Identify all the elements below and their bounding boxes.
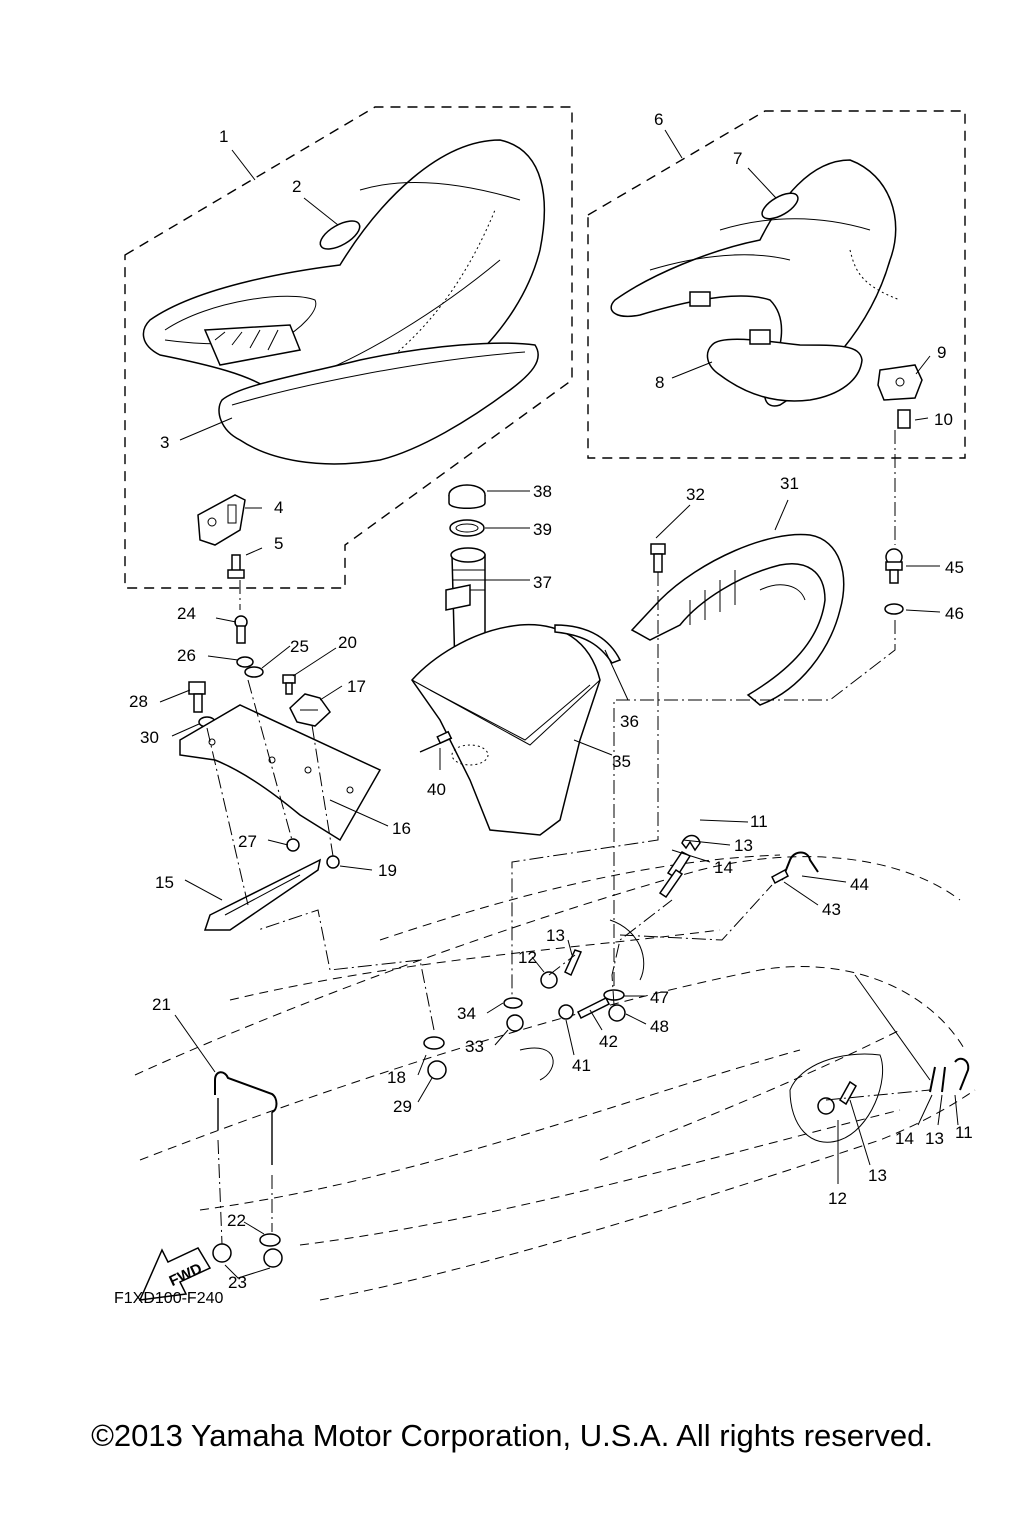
callout-1: 1 [219,127,228,146]
fwd-arrow-icon: FWD [138,1247,212,1301]
callout-29: 29 [393,1097,412,1116]
callout-33: 33 [465,1037,484,1056]
callout-25: 25 [290,637,309,656]
callout-13b: 13 [546,926,565,945]
callout-28: 28 [129,692,148,711]
callout-14b: 14 [895,1129,914,1148]
callout-2: 2 [292,177,301,196]
callout-37: 37 [533,573,552,592]
callout-18: 18 [387,1068,406,1087]
storage-box-group [411,484,622,836]
callout-46: 46 [945,604,964,623]
callout-9: 9 [937,343,946,362]
seat-lock-bracket-group [179,615,382,931]
callout-3: 3 [160,433,169,452]
callout-15: 15 [155,873,174,892]
callout-36: 36 [620,712,639,731]
callout-14a: 14 [714,858,733,877]
callout-13c: 13 [868,1166,887,1185]
callout-23: 23 [228,1273,247,1292]
callout-42: 42 [599,1032,618,1051]
figure-code: F1XD100-F240 [114,1290,224,1307]
callout-20: 20 [338,633,357,652]
callout-21: 21 [152,995,171,1014]
hull-fasteners [212,834,970,1268]
callout-38: 38 [533,482,552,501]
callout-39: 39 [533,520,552,539]
callout-31: 31 [780,474,799,493]
bolt-32 [650,543,666,573]
callout-5: 5 [274,534,283,553]
callout-17: 17 [347,677,366,696]
callout-44: 44 [850,875,869,894]
callout-35: 35 [612,752,631,771]
callout-22: 22 [227,1211,246,1230]
callout-12b: 12 [828,1189,847,1208]
callout-45: 45 [945,558,964,577]
grab-handle-31 [630,533,845,706]
callout-10: 10 [934,410,953,429]
callout-8: 8 [655,373,664,392]
callout-32: 32 [686,485,705,504]
callout-12a: 12 [518,948,537,967]
callout-labels: 1 2 3 4 5 6 7 8 9 10 11 11 12 12 13 13 1… [129,110,973,1292]
seat-1-assembly [124,106,573,589]
callout-40: 40 [427,780,446,799]
leader-lines [159,129,959,1279]
callout-43: 43 [822,900,841,919]
callout-7: 7 [733,149,742,168]
parts-diagram: FWD [124,106,976,1301]
callout-11b: 11 [955,1123,973,1142]
callout-30: 30 [140,728,159,747]
stud-45-washer-46 [884,548,904,615]
callout-13a: 13 [734,836,753,855]
callout-27: 27 [238,832,257,851]
copyright-notice: ©2013 Yamaha Motor Corporation, U.S.A. A… [91,1418,933,1453]
callout-11a: 11 [750,812,768,831]
callout-34: 34 [457,1004,476,1023]
hull-outline [134,854,976,1301]
callout-41: 41 [572,1056,591,1075]
callout-26: 26 [177,646,196,665]
callout-13d: 13 [925,1129,944,1148]
callout-47: 47 [650,988,669,1007]
callout-19: 19 [378,861,397,880]
callout-16: 16 [392,819,411,838]
seat-6-assembly [587,110,966,459]
callout-6: 6 [654,110,663,129]
callout-48: 48 [650,1017,669,1036]
callout-4: 4 [274,498,283,517]
callout-24: 24 [177,604,196,623]
